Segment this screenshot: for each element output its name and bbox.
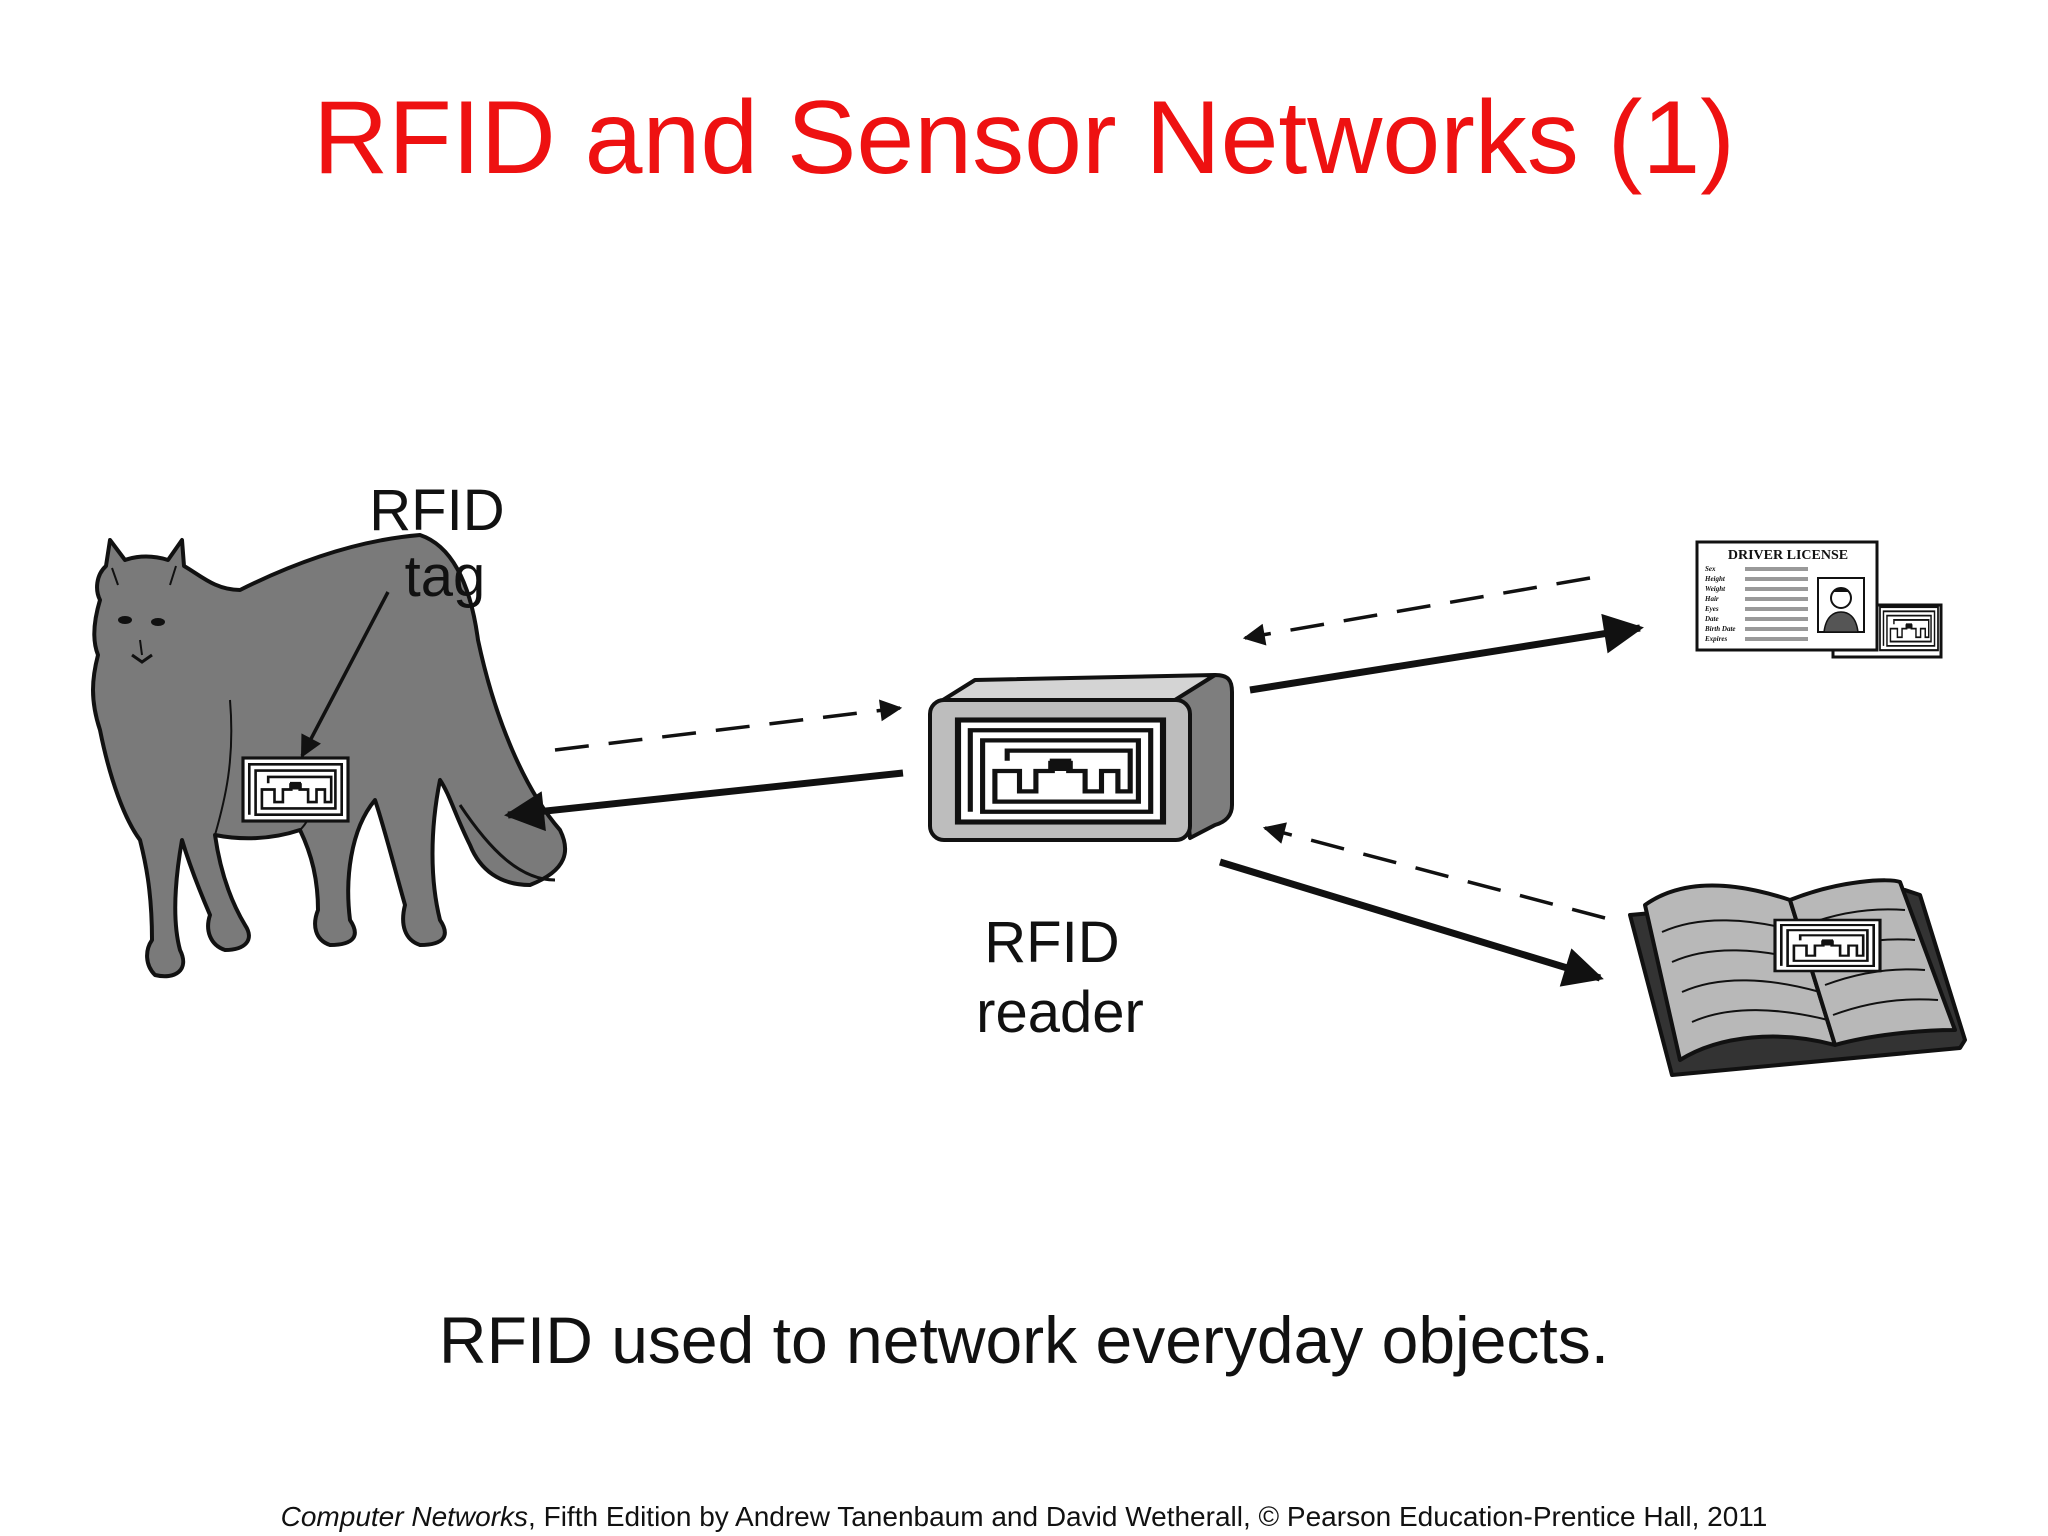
cougar-icon — [91, 533, 568, 979]
svg-text:Sex: Sex — [1705, 565, 1716, 573]
svg-text:Eyes: Eyes — [1704, 605, 1719, 613]
footer-book-title: Computer Networks — [280, 1501, 529, 1532]
rfid-chip-icon — [241, 756, 350, 823]
svg-text:Date: Date — [1704, 615, 1719, 623]
arrow-reader-to-license — [1249, 613, 1644, 694]
driver-license-icon: DRIVER LICENSE Sex Height Weight Hair Ey… — [1695, 540, 1943, 659]
rfid-reader-label: RFID reader — [976, 910, 1144, 1045]
rfid-reader-icon — [928, 673, 1234, 842]
svg-text:Height: Height — [1704, 575, 1726, 583]
arrow-book-to-reader — [1262, 822, 1606, 920]
svg-text:Weight: Weight — [1705, 585, 1726, 593]
slide-footer: Computer Networks, Fifth Edition by Andr… — [0, 1500, 2048, 1534]
rfid-tag-label: RFID tag — [369, 478, 520, 609]
license-heading: DRIVER LICENSE — [1728, 548, 1848, 563]
rfid-chip-icon — [1773, 918, 1882, 973]
svg-text:Birth Date: Birth Date — [1704, 625, 1736, 633]
footer-citation: , Fifth Edition by Andrew Tanenbaum and … — [528, 1501, 1768, 1532]
arrow-tag-to-reader — [554, 699, 903, 752]
tag-pointer-arrow — [300, 591, 390, 758]
arrow-reader-to-book — [1218, 858, 1604, 987]
svg-text:Hair: Hair — [1704, 595, 1719, 603]
arrow-reader-to-tag — [504, 769, 904, 832]
slide-title: RFID and Sensor Networks (1) — [313, 80, 1735, 196]
svg-text:Expires: Expires — [1704, 635, 1727, 643]
arrow-license-to-reader — [1242, 576, 1591, 646]
open-book-icon — [1628, 878, 1967, 1077]
slide-caption: RFID used to network everyday objects. — [438, 1303, 1610, 1377]
